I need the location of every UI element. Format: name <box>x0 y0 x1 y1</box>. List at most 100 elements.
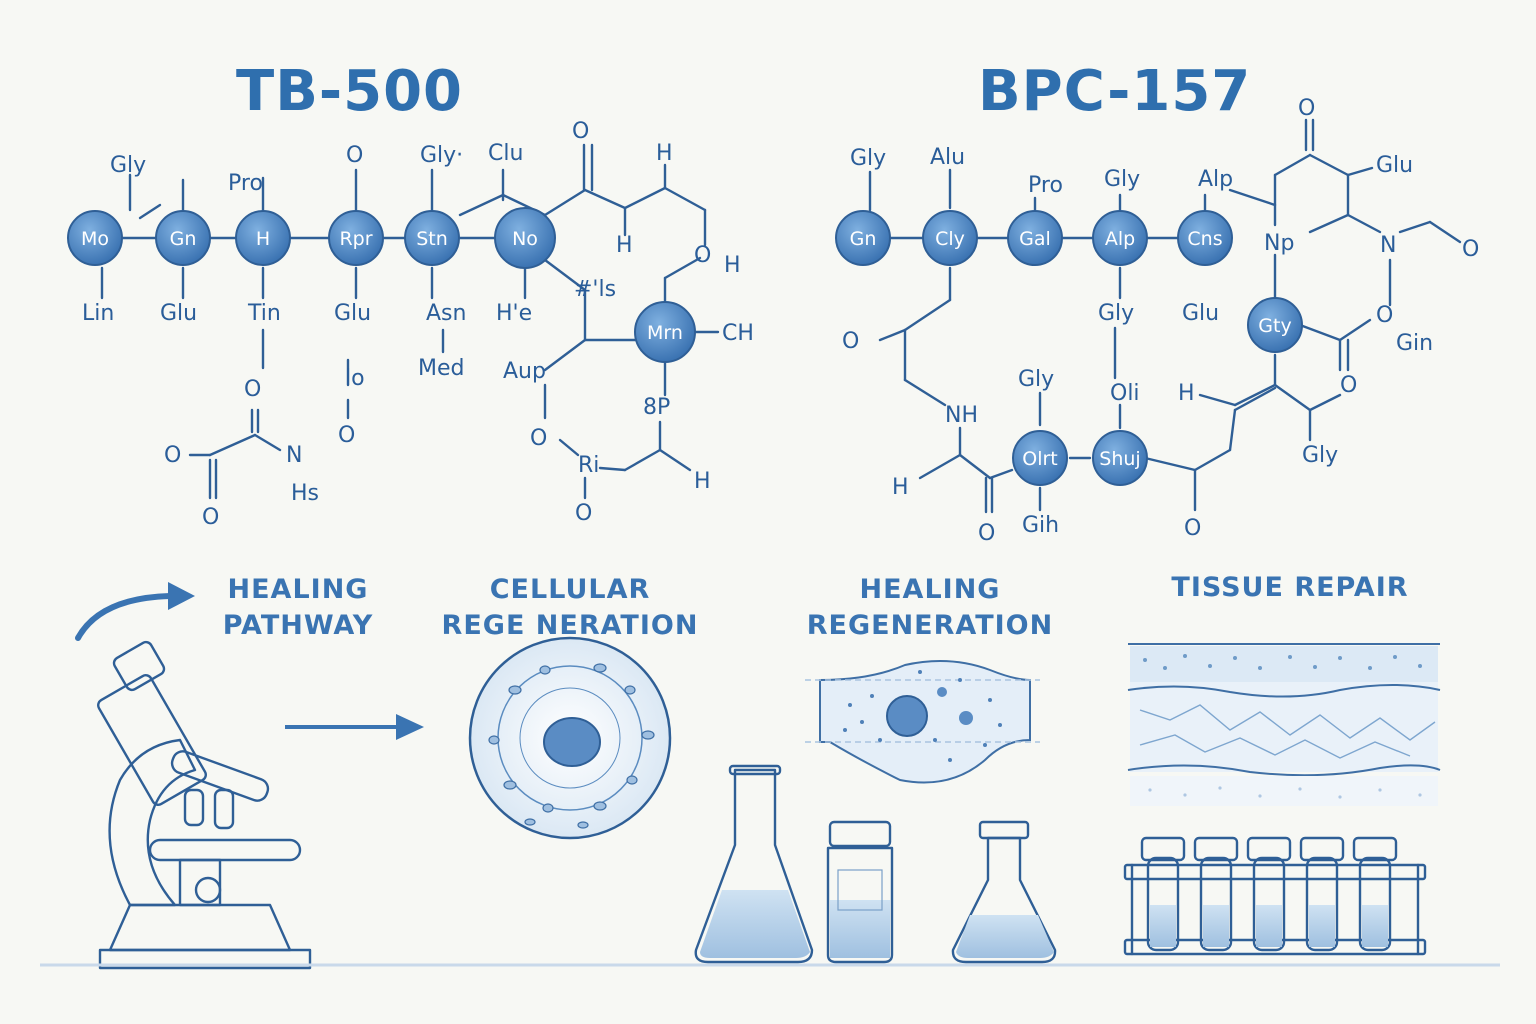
tb500-node-stn: Stn <box>404 210 460 266</box>
flask-icon <box>694 764 814 964</box>
svg-text:Gal: Gal <box>1019 228 1051 250</box>
tb500-label-med: Med <box>418 356 464 381</box>
bpc157-structure: Gn Cly Gal Alp Cns Gty Olrt Shuj Gly Alu… <box>835 96 1479 546</box>
caption-cellular-regeneration: CELLULAR REGE NERATION <box>442 574 699 641</box>
tb500-node-mo: Mo <box>67 210 123 266</box>
svg-text:REGENERATION: REGENERATION <box>807 610 1053 641</box>
bpc157-label-o2: O <box>1462 237 1479 262</box>
tissue-cell-icon <box>805 660 1040 784</box>
tb500-label-tin: Tin <box>247 301 281 326</box>
svg-text:Mrn: Mrn <box>647 322 683 344</box>
bpc157-node-gn: Gn <box>835 210 891 266</box>
tb500-node-h: H <box>235 210 291 266</box>
caption-healing-regeneration: HEALING REGENERATION <box>807 574 1053 641</box>
tb500-label-o6: O <box>164 443 181 468</box>
svg-text:TISSUE REPAIR: TISSUE REPAIR <box>1171 572 1408 603</box>
svg-text:Cly: Cly <box>935 228 965 250</box>
bpc157-node-gal: Gal <box>1007 210 1063 266</box>
tb500-label-asn: Asn <box>426 301 466 326</box>
bpc157-label-alu: Alu <box>930 145 965 170</box>
tb500-label-glu2: Glu <box>334 301 371 326</box>
tb500-label-pro: Pro <box>228 171 263 196</box>
bpc157-label-gly5: Gly <box>1302 443 1338 468</box>
flask-icon <box>951 820 1057 964</box>
svg-text:REGE NERATION: REGE NERATION <box>442 610 699 641</box>
tb500-label-lo: lo <box>345 366 365 391</box>
svg-text:Alp: Alp <box>1105 228 1135 250</box>
tb500-label-o7: O <box>202 505 219 530</box>
tb500-label-ri: Ri <box>578 453 599 478</box>
tb500-label-gly1: Gly <box>110 153 146 178</box>
tb500-label-h1: H <box>656 141 673 166</box>
cell-icon <box>468 636 672 840</box>
curved-arrow-icon <box>75 582 195 641</box>
bpc157-node-cly: Cly <box>922 210 978 266</box>
bpc157-label-o5: O <box>1340 373 1357 398</box>
tb500-structure: Mo Gn H Rpr Stn No Mrn Gly Pro O Gly· Cl… <box>67 119 754 530</box>
vial-icon <box>826 820 894 964</box>
svg-text:Stn: Stn <box>416 228 448 250</box>
tb500-node-rpr: Rpr <box>328 210 384 266</box>
svg-text:Gn: Gn <box>170 228 197 250</box>
bpc157-node-cns: Cns <box>1177 210 1233 266</box>
tb500-label-o8: O <box>530 426 547 451</box>
tb500-label-h2: H <box>616 233 633 258</box>
bpc157-label-h2: H <box>892 475 909 500</box>
svg-text:Gn: Gn <box>850 228 877 250</box>
tb500-title: TB-500 <box>236 59 463 124</box>
svg-text:Cns: Cns <box>1187 228 1222 250</box>
svg-text:H: H <box>256 228 270 250</box>
bpc157-node-alp: Alp <box>1092 210 1148 266</box>
arrow-right-icon <box>285 714 424 740</box>
bpc157-label-np: Np <box>1264 231 1294 256</box>
tb500-node-no: No <box>494 207 556 269</box>
microscope-icon <box>97 640 312 970</box>
tb500-node-mrn: Mrn <box>634 301 696 363</box>
tissue-layers-icon <box>1127 643 1441 806</box>
svg-text:Mo: Mo <box>81 228 109 250</box>
svg-text:CELLULAR: CELLULAR <box>490 574 651 605</box>
tb500-label-lin: Lin <box>82 301 114 326</box>
tb500-label-h3: H <box>724 253 741 278</box>
svg-text:Olrt: Olrt <box>1022 448 1058 470</box>
tb500-label-hie: H'e <box>496 301 532 326</box>
tb500-label-o3: O <box>694 243 711 268</box>
svg-text:Rpr: Rpr <box>339 228 372 250</box>
bpc157-label-glu2: Glu <box>1182 301 1219 326</box>
tb500-label-o1: O <box>346 143 363 168</box>
tb500-label-o5: O <box>338 423 355 448</box>
bpc157-label-n1: N <box>1380 233 1396 258</box>
bpc157-label-o1: O <box>1298 96 1315 121</box>
bpc157-label-oli: Oli <box>1110 381 1140 406</box>
bpc157-label-o6: O <box>978 521 995 546</box>
tb500-label-o2: O <box>572 119 589 144</box>
tb500-label-o4: O <box>244 377 261 402</box>
bpc157-label-gih: Gih <box>1022 513 1059 538</box>
bpc157-node-olrt: Olrt <box>1012 430 1068 486</box>
tb500-label-n1: N <box>286 443 302 468</box>
tb500-label-ch: CH <box>722 321 754 346</box>
bpc157-label-alp: Alp <box>1198 167 1233 192</box>
caption-healing-pathway: HEALING PATHWAY <box>223 574 373 641</box>
bpc157-label-o3: O <box>842 329 859 354</box>
bpc157-node-shuj: Shuj <box>1092 430 1148 486</box>
tb500-label-hs: Hs <box>291 481 319 506</box>
bpc157-label-glu1: Glu <box>1376 153 1413 178</box>
svg-text:Shuj: Shuj <box>1099 448 1140 470</box>
caption-tissue-repair: TISSUE REPAIR <box>1171 572 1408 603</box>
bpc157-title: BPC-157 <box>978 59 1251 124</box>
bpc157-label-o4: O <box>1376 303 1393 328</box>
tb500-label-clu: Clu <box>488 141 523 166</box>
tb500-node-gn: Gn <box>155 210 211 266</box>
tb500-label-gly2: Gly· <box>420 143 463 168</box>
bpc157-label-gly1: Gly <box>850 146 886 171</box>
svg-text:Gty: Gty <box>1258 315 1291 337</box>
bpc157-label-h1: H <box>1178 381 1195 406</box>
bpc157-label-gly3: Gly <box>1098 301 1134 326</box>
tb500-label-bp: 8P <box>643 395 670 420</box>
bpc157-label-gly4: Gly <box>1018 367 1054 392</box>
bpc157-label-nh: NH <box>945 403 978 428</box>
svg-text:No: No <box>512 228 538 250</box>
svg-text:HEALING: HEALING <box>860 574 1001 605</box>
